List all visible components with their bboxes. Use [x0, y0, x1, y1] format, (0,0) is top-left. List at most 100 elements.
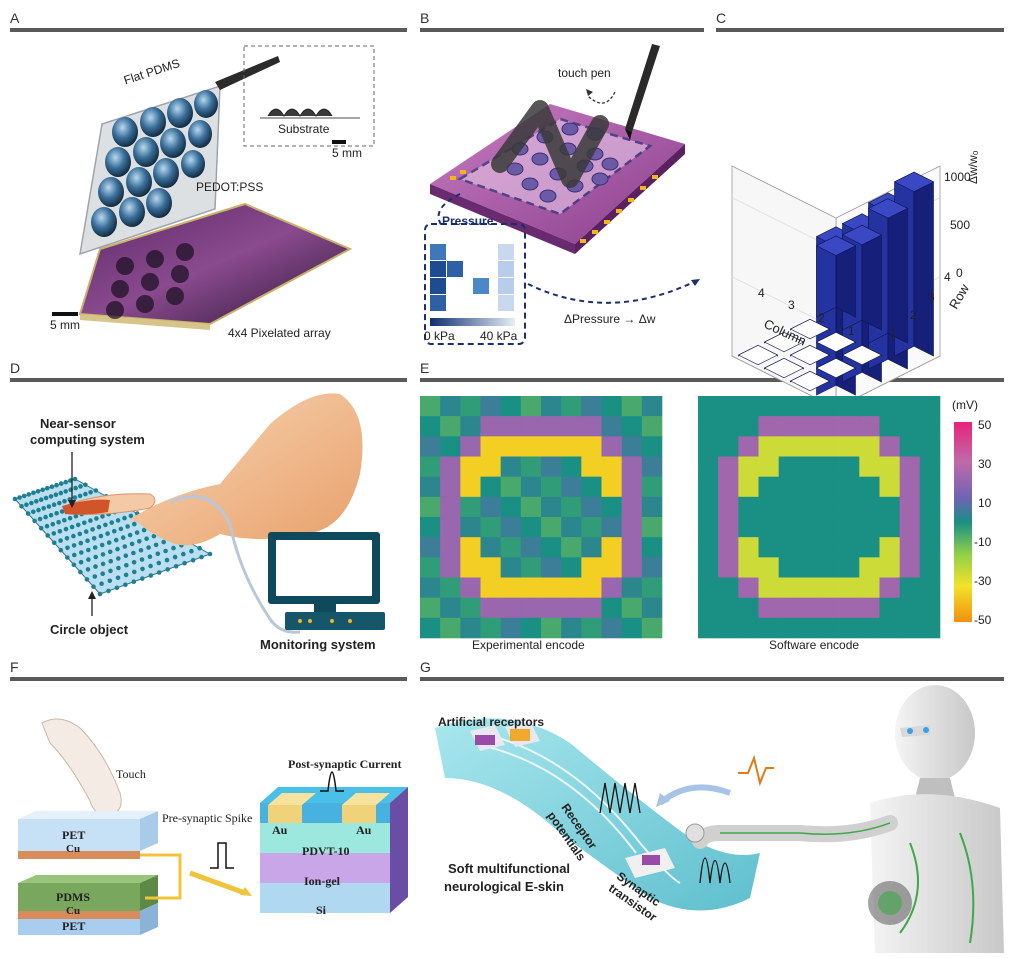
heat-cell [420, 557, 441, 578]
sensor-dot [65, 545, 70, 551]
pressure-to-weight-label: ΔPressure → Δw [564, 312, 656, 326]
heat-cell [839, 557, 860, 578]
sensor-dot [92, 574, 98, 579]
heat-cell [778, 436, 800, 457]
sensor-dot [93, 488, 99, 493]
bar-r1-c2 [789, 318, 831, 340]
kpa-max-label: 40 kPa [480, 329, 518, 343]
sensor-dot [83, 491, 88, 497]
heat-cell [758, 577, 779, 598]
heat-cell [718, 517, 739, 538]
heat-cell [440, 456, 461, 477]
panel-a: Flat PDMS Substrate 5 mm PEDOT:PSS 5 mm … [10, 34, 407, 350]
pressure-label: Pressure [442, 214, 494, 228]
post-synaptic-label: Post-synaptic Current [288, 757, 402, 771]
panel-label-f: F [10, 659, 19, 675]
heat-cell [718, 476, 739, 498]
heat-cell [879, 537, 900, 558]
sensor-dot [113, 537, 119, 543]
sensor-dot [182, 560, 187, 566]
bar-r3-c3 [815, 357, 857, 379]
heat-cell [440, 577, 461, 598]
sensor-dot [59, 509, 65, 514]
near-sensor-label-line1: Near-sensor [40, 416, 116, 431]
heat-cell [440, 537, 461, 558]
sensor-dot [123, 582, 128, 588]
sensor-dot [125, 524, 130, 529]
heat-cell [738, 416, 759, 437]
sensor-dot [146, 545, 151, 550]
sensor-dot [86, 547, 91, 553]
heat-cell [919, 537, 941, 558]
heat-cell [819, 436, 840, 457]
heat-cell [798, 396, 820, 417]
heat-cell [698, 577, 719, 598]
heat-cell [738, 456, 759, 477]
heat-cell [859, 416, 880, 437]
heat-cell [879, 557, 900, 578]
heat-cell [480, 557, 501, 578]
heat-cell [581, 577, 602, 598]
heat-cell [420, 476, 441, 498]
heat-cell [758, 476, 779, 498]
heat-cell [601, 396, 622, 417]
sensor-dot [100, 552, 106, 557]
sensor-dot [172, 554, 178, 560]
sensor-dot [82, 520, 87, 526]
heat-cell [621, 617, 643, 639]
heat-cell [879, 597, 900, 619]
heat-cell [859, 577, 880, 598]
pdvt-label: PDVT-10 [302, 844, 350, 858]
heat-cell [919, 436, 941, 457]
sensor-dot [73, 485, 78, 491]
heat-cell [420, 416, 441, 437]
heat-cell [440, 496, 461, 518]
sensor-dot [88, 518, 93, 523]
sensor-dot [114, 585, 120, 591]
heat-cell [500, 577, 522, 598]
sensor-dot [116, 556, 121, 561]
heat-cell [621, 476, 643, 498]
heat-cell [541, 597, 562, 619]
sensor-dot [94, 516, 99, 521]
heat-cell [919, 456, 941, 477]
row-tick-2: 2 [910, 308, 917, 322]
sensor-dot [69, 524, 75, 530]
heat-cell [879, 577, 900, 598]
sensor-dot [12, 496, 18, 502]
sensor-dot [207, 551, 213, 557]
sensor-dot [96, 524, 102, 530]
sensor-dot [54, 511, 59, 516]
sensor-dot [58, 547, 64, 553]
heat-cell [798, 496, 820, 518]
heat-cell [420, 436, 441, 457]
pressure-map [430, 244, 514, 311]
heat-cell [541, 537, 562, 558]
cbar-tick-10: 10 [978, 496, 992, 510]
sensor-dot [58, 538, 63, 543]
sensor-dot [199, 554, 204, 560]
sensor-dot [44, 523, 50, 529]
heat-cell [879, 476, 900, 498]
sensor-dot [131, 550, 136, 556]
panel-label-g: G [420, 659, 431, 675]
heat-cell [839, 496, 860, 518]
heat-cell [581, 456, 602, 477]
sensor-dot [41, 506, 46, 511]
heat-cell [778, 476, 800, 498]
heat-cell [798, 597, 820, 619]
sensor-dot [92, 545, 98, 550]
heat-cell [839, 476, 860, 498]
heat-cell [520, 517, 542, 538]
experimental-encode-caption: Experimental encode [472, 638, 585, 652]
heat-cell [440, 396, 461, 417]
heat-cell [899, 617, 921, 639]
heat-cell [641, 396, 663, 417]
sensor-dot [90, 527, 95, 532]
sensor-dot [31, 509, 36, 515]
heat-cell [601, 557, 622, 578]
heat-cell [440, 517, 461, 538]
heat-cell [541, 456, 562, 477]
heat-cell [460, 577, 481, 598]
bar-r1-c1 [815, 235, 857, 318]
